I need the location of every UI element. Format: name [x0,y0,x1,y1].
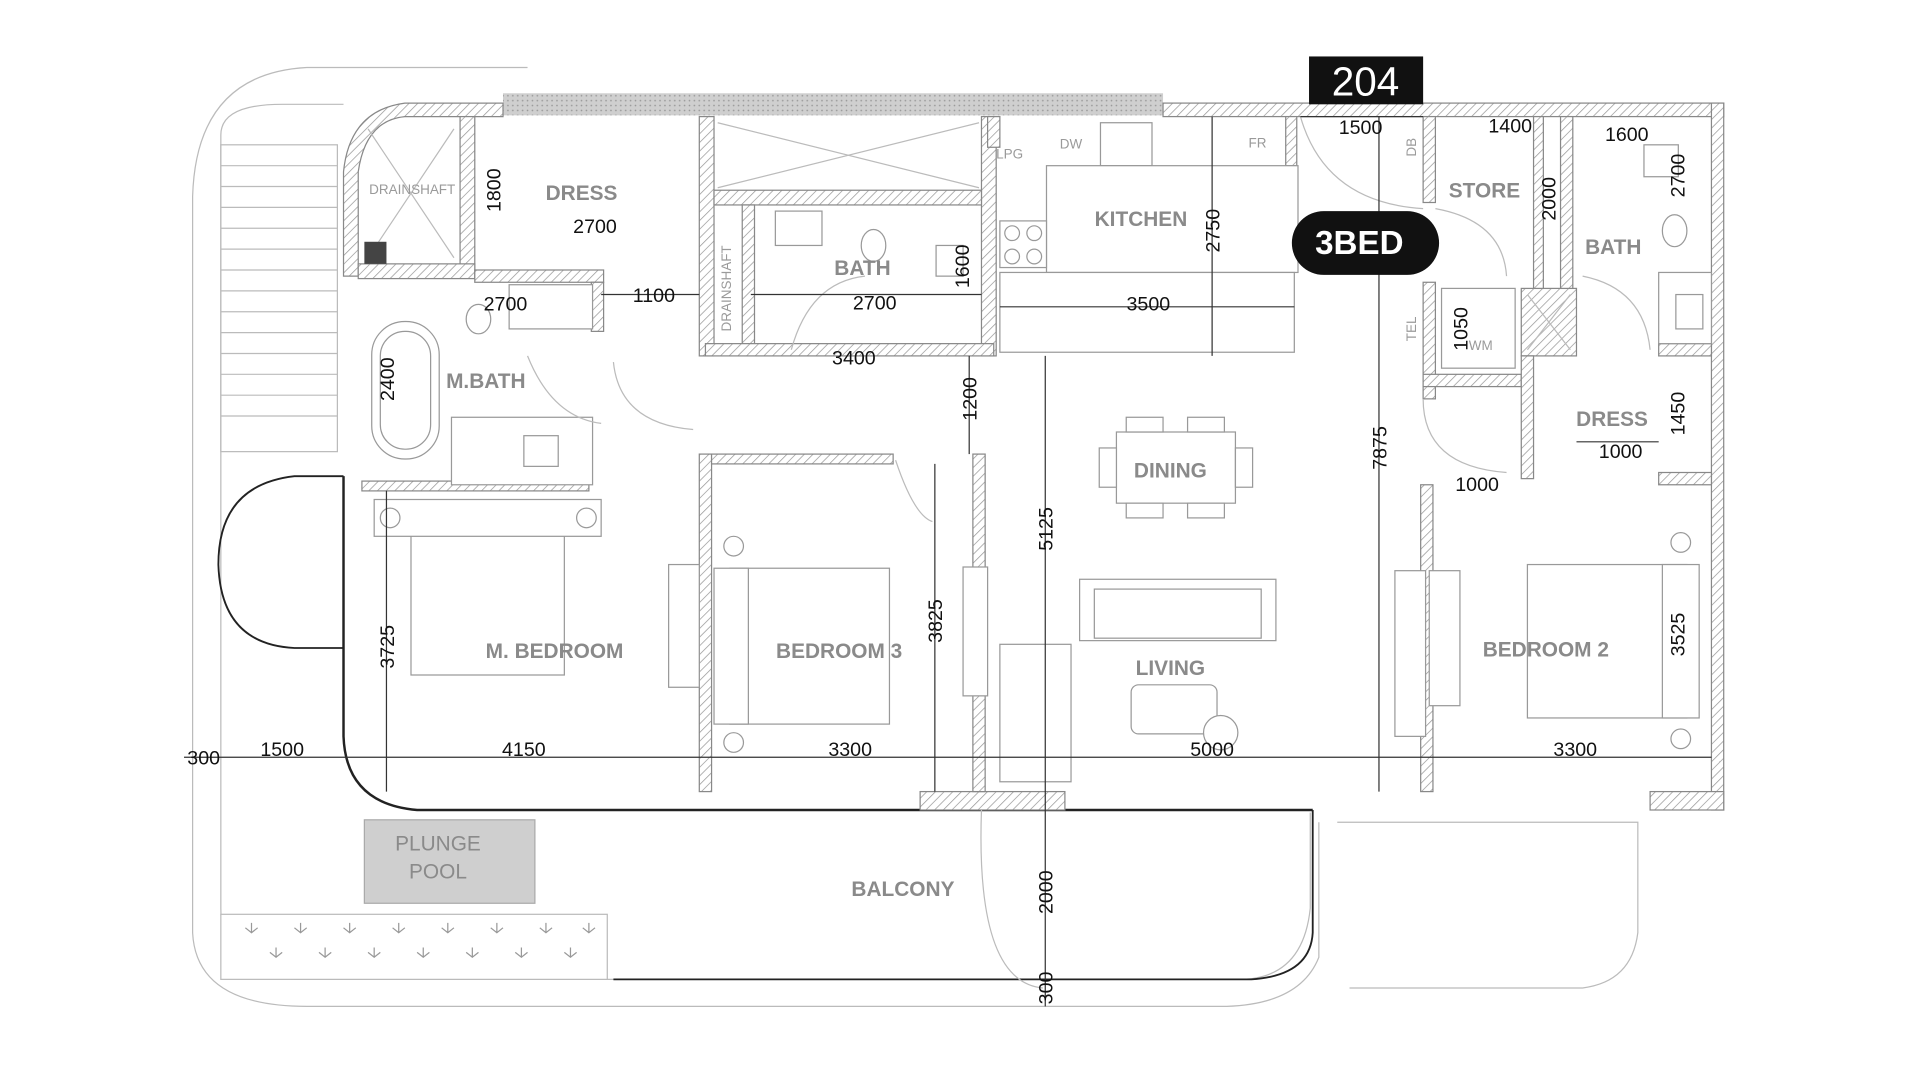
dim: 2700 [1667,154,1689,198]
dim: 1400 [1488,116,1532,138]
room-label-bath-3: BATH [834,257,890,280]
label-drainshaft-2: DRAINSHAFT [719,245,734,331]
label-fr: FR [1249,135,1267,150]
dim: 1050 [1450,307,1472,351]
walls [342,93,1725,811]
label-dw: DW [1060,136,1083,151]
door-swings [526,116,1651,989]
unit-type: 3BED [1315,225,1403,262]
vertical-dimensions: 1800 2750 1600 2000 2700 1050 2400 1200 … [377,154,1690,1005]
dim: 1500 [1339,117,1383,139]
room-labels: DRESS KITCHEN STORE BATH BATH M.BATH DIN… [395,180,1648,901]
dim: 1800 [484,168,506,212]
dim: 2000 [1539,177,1561,221]
balcony-edge [613,810,1314,981]
dim: 2700 [853,292,897,314]
dim: 3725 [377,625,399,669]
room-label-dress-2: DRESS [1576,408,1648,431]
room-label-plunge: PLUNGE [395,832,481,855]
stairs [220,144,338,453]
dim: 5125 [1036,507,1058,551]
dim: 1500 [260,739,304,761]
unit-number: 204 [1332,59,1400,105]
dim: 1450 [1667,392,1689,436]
dim: 3525 [1667,613,1689,657]
dim: 1600 [952,244,974,288]
dim: 5000 [1190,739,1234,761]
room-label-bath-2: BATH [1585,236,1641,259]
dim: 3825 [925,599,947,643]
unit-type-badge [1291,211,1440,275]
curved-facade [217,475,344,649]
dim: 3300 [1553,739,1597,761]
dim: 2700 [484,293,528,315]
dim: 1100 [633,285,675,307]
planter-marks [244,922,596,959]
dim: 1000 [1599,441,1643,463]
dim: 2750 [1202,209,1224,253]
dim: 300 [1036,971,1058,1004]
top-facade [503,93,1164,116]
label-wm: WM [1469,338,1493,353]
dim: 7875 [1369,426,1391,470]
room-label-dining: DINING [1134,459,1207,482]
label-tel: TEL [1404,316,1419,341]
dim: 2700 [573,216,617,238]
label-lpg: LPG [996,146,1023,161]
horizontal-dimensions: 1500 1400 1600 2700 2700 1100 2700 3500 … [187,116,1648,770]
room-label-pool: POOL [409,861,467,884]
room-label-bedroom-2: BEDROOM 2 [1483,639,1609,662]
dim: 4150 [502,739,546,761]
dim: 3400 [832,347,876,369]
room-label-balcony: BALCONY [851,878,954,901]
label-drainshaft-1: DRAINSHAFT [369,182,455,197]
room-label-master-bath: M.BATH [446,370,525,393]
room-label-kitchen: KITCHEN [1095,208,1188,231]
room-label-master-bedroom: M. BEDROOM [486,640,624,663]
room-label-store: STORE [1449,180,1521,203]
label-db: DB [1404,138,1419,157]
room-label-living: LIVING [1136,657,1205,680]
terrace-outline [192,66,1639,1007]
dim: 300 [187,748,220,770]
furniture [371,122,1713,783]
dim: 3500 [1126,293,1170,315]
planter [220,913,608,980]
room-label-bedroom-3: BEDROOM 3 [776,640,902,663]
dim: 2000 [1036,870,1058,914]
dim: 1200 [960,377,982,421]
unit-number-badge [1309,56,1424,105]
dim: 2400 [377,357,399,401]
fixture-labels: DW FR LPG DB TEL WM DRAINSHAFT DRAINSHAF… [369,135,1493,353]
room-label-dress-master: DRESS [546,182,618,205]
dim: 3300 [828,739,872,761]
plunge-pool [363,819,536,904]
dim: 1000 [1455,474,1499,496]
dim: 1600 [1605,124,1649,146]
bedroom-curve-wall [342,476,1313,812]
drainshaft-crosses [364,122,1571,351]
